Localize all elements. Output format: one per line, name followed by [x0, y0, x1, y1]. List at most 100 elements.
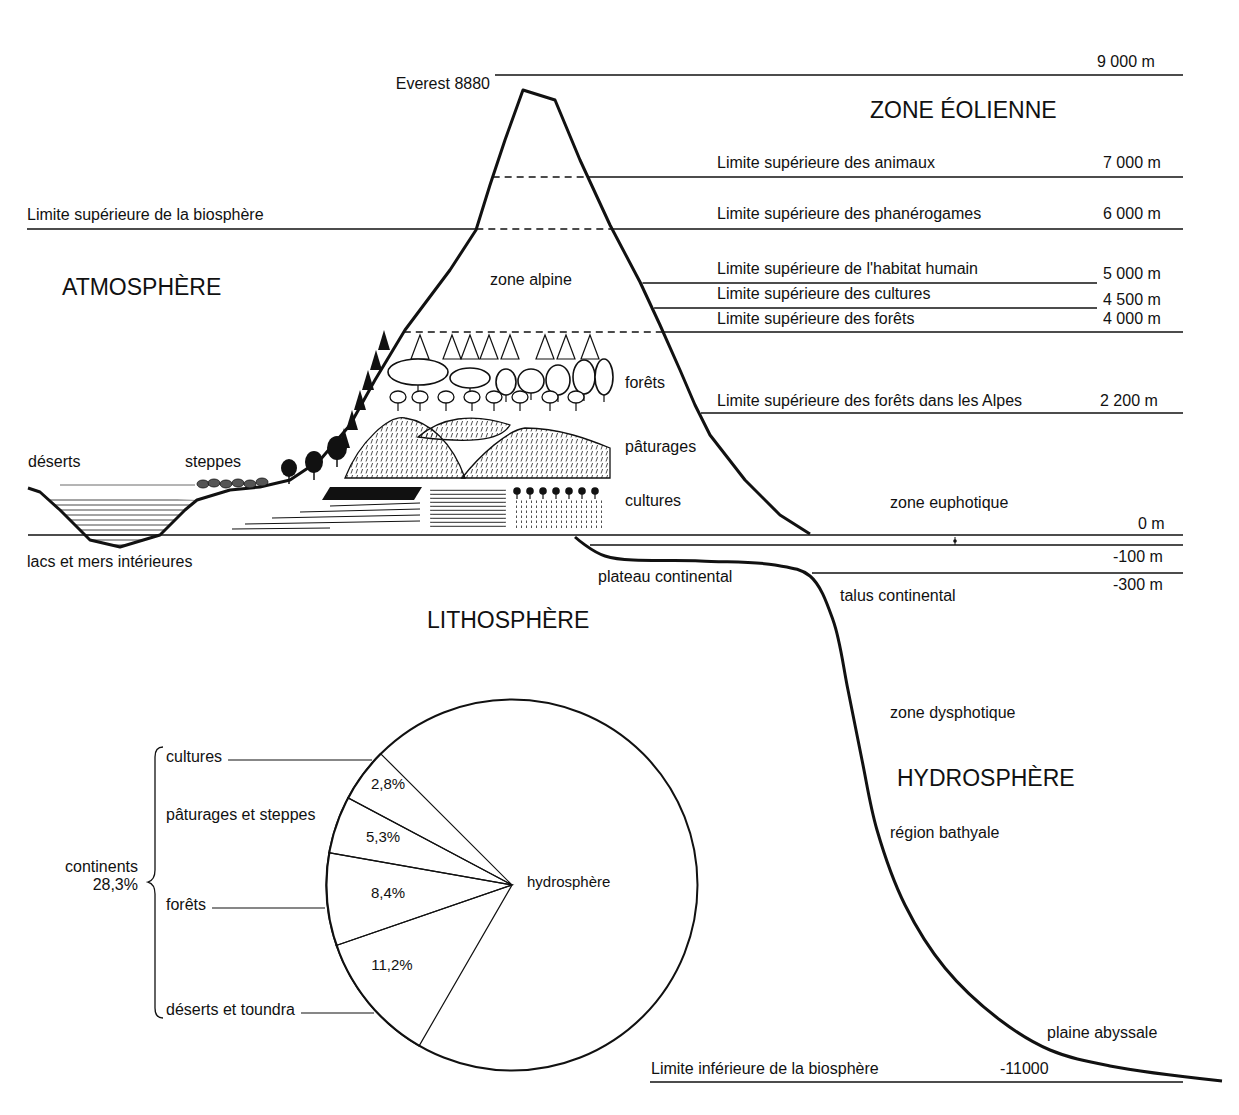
- dark-conifer: [354, 390, 366, 410]
- vegetation-label: zone alpine: [490, 271, 572, 289]
- furrow-line: [300, 509, 420, 512]
- pie-wedge-outline: [326, 853, 512, 946]
- limit-line: [28, 534, 1183, 535]
- leader-line: [212, 907, 325, 908]
- furrow-line: [245, 521, 420, 524]
- pasture-hill: [418, 418, 510, 440]
- pie-circle: [327, 700, 698, 1071]
- deciduous-tree: [388, 359, 448, 385]
- orchard-tree: [513, 487, 521, 495]
- limit-line: [588, 176, 1183, 177]
- wavy-field-line: [430, 502, 506, 503]
- dark-tree: [305, 451, 323, 473]
- limit-label: Limite supérieure des forêts dans les Al…: [717, 392, 1022, 410]
- pasture-hill: [462, 428, 610, 478]
- conifer-tree: [501, 335, 519, 359]
- limit-label: Limite inférieure de la biosphère: [651, 1060, 879, 1078]
- limit-label: Limite supérieure des animaux: [717, 154, 935, 172]
- wavy-field-line: [430, 514, 506, 515]
- deciduous-tree: [518, 369, 544, 393]
- limit-line: [642, 282, 1097, 283]
- limit-line: [27, 228, 476, 229]
- desert-ground: [60, 485, 195, 486]
- wavy-field-line: [430, 498, 506, 499]
- limit-line: [495, 74, 1183, 75]
- water-line: [30, 500, 200, 501]
- conifer-tree: [480, 335, 498, 359]
- peak-label: Everest 8880: [396, 75, 490, 93]
- tree-trunk: [603, 395, 604, 402]
- furrow-line: [232, 528, 330, 529]
- vegetation-label: pâturages: [625, 438, 696, 456]
- ocean-zone-label: zone euphotique: [890, 494, 1008, 512]
- pie-wedge: 11,2%: [325, 698, 699, 1072]
- furrow-line: [272, 515, 420, 518]
- tree-trunk: [530, 393, 531, 400]
- limit-line: [650, 1081, 1183, 1082]
- orchard-tree: [578, 487, 586, 495]
- sphere-heading: LITHOSPHÈRE: [427, 607, 589, 633]
- dark-conifer: [378, 330, 390, 350]
- small-tree: [512, 391, 528, 403]
- conifer-tree: [461, 335, 479, 359]
- steppe-bush: [232, 479, 244, 487]
- sphere-heading: HYDROSPHÈRE: [897, 765, 1075, 791]
- pie-category-label: cultures: [166, 748, 222, 766]
- seafloor-label: plaine abyssale: [1047, 1024, 1157, 1042]
- stipple-field: [512, 499, 602, 529]
- dark-conifer: [370, 350, 382, 370]
- pie-wedge-outline: [348, 753, 512, 885]
- steppe-bush: [220, 480, 232, 488]
- seafloor-label: talus continental: [840, 587, 956, 605]
- tree-trunk: [505, 395, 506, 402]
- hydrosphere-circle: hydrosphère2,8%5,3%8,4%11,2%: [325, 698, 699, 1072]
- leader-line: [301, 1012, 374, 1013]
- seafloor-label: plateau continental: [598, 568, 732, 586]
- dashed-limit-line: [404, 331, 663, 332]
- steppe-bush: [208, 479, 220, 487]
- percentage-value: 8,4%: [371, 884, 405, 901]
- depth-value: -300 m: [1113, 576, 1163, 594]
- deciduous-tree: [450, 368, 490, 388]
- pie-wedge-outline: [325, 698, 699, 1072]
- zone-heading: ZONE ÉOLIENNE: [870, 97, 1057, 123]
- limit-line: [654, 307, 1097, 308]
- deciduous-tree: [573, 360, 595, 394]
- wavy-field-line: [430, 510, 506, 511]
- pie-category-label: forêts: [166, 896, 206, 914]
- limit-label: Limite supérieure des forêts: [717, 310, 914, 328]
- steppe-bush: [244, 480, 256, 488]
- orchard-tree: [552, 487, 560, 495]
- conifer-tree: [557, 335, 575, 359]
- limit-line: [701, 412, 1183, 413]
- small-tree: [390, 391, 406, 403]
- limit-label: Limite supérieure de l'habitat humain: [717, 260, 978, 278]
- altitude-value: 9 000 m: [1097, 53, 1155, 71]
- orchard-tree: [591, 487, 599, 495]
- deciduous-tree: [595, 359, 613, 395]
- limit-line: [590, 544, 1183, 545]
- water-line: [30, 540, 200, 541]
- vegetation-label: cultures: [625, 492, 681, 510]
- mountain-profile: [28, 90, 810, 547]
- altitude-value: 6 000 m: [1103, 205, 1161, 223]
- altitude-value: 2 200 m: [1100, 392, 1158, 410]
- ocean-zone-label: zone dysphotique: [890, 704, 1015, 722]
- vegetation-label: steppes: [185, 453, 241, 471]
- depth-value: -100 m: [1113, 548, 1163, 566]
- ocean-zone-label: région bathyale: [890, 824, 999, 842]
- pie-category-label: pâturages et steppes: [166, 806, 315, 824]
- water-line: [30, 515, 200, 516]
- altitude-value: 5 000 m: [1103, 265, 1161, 283]
- wavy-field-line: [430, 506, 506, 507]
- limit-label: Limite supérieure des phanérogames: [717, 205, 981, 223]
- orchard-tree: [565, 487, 573, 495]
- altitude-value: 7 000 m: [1103, 154, 1161, 172]
- altitude-value: 4 000 m: [1103, 310, 1161, 328]
- small-tree: [542, 391, 558, 403]
- steppe-bush: [256, 478, 268, 486]
- percentage-value: 2,8%: [371, 775, 405, 792]
- altitude-value: 0 m: [1138, 515, 1165, 533]
- small-tree: [486, 391, 502, 403]
- wavy-field-line: [430, 518, 506, 519]
